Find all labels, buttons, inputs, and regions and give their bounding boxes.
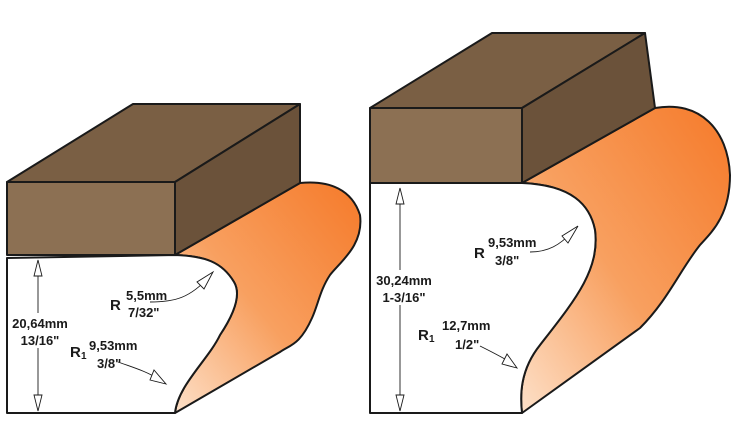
right-height-arrow-bottom — [395, 394, 405, 412]
right-r1-arrow — [501, 353, 519, 369]
left-height-arrow-top — [33, 259, 43, 277]
right-r1-mm: 12,7mm — [442, 318, 490, 333]
left-r1-letter: R — [70, 344, 81, 361]
right-r-mm: 9,53mm — [488, 235, 536, 250]
left-r-inch: 7/32" — [128, 305, 159, 320]
right-height-mm: 30,24mm — [376, 273, 432, 288]
left-r-letter: R — [110, 297, 121, 314]
left-height-inch: 13/16" — [21, 333, 60, 348]
left-r-arrow — [196, 270, 215, 290]
left-profile: 20,64mm 13/16" R 5,5mm 7/32" R 1 9,53mm … — [6, 103, 362, 414]
right-height-arrow-top — [395, 187, 405, 205]
right-height-inch: 1-3/16" — [382, 290, 425, 305]
left-front-face — [6, 254, 238, 414]
right-r1-inch: 1/2" — [455, 337, 479, 352]
left-r1-subscript: 1 — [81, 351, 87, 362]
left-r1-arrow — [149, 369, 168, 385]
left-r-mm: 5,5mm — [126, 288, 167, 303]
right-r-arrow — [561, 225, 579, 244]
left-height-arrow-bottom — [33, 394, 43, 412]
left-wood-front — [6, 181, 176, 256]
left-height-label-bg — [8, 313, 74, 348]
left-r1-mm: 9,53mm — [89, 338, 137, 353]
right-r1-letter: R — [418, 327, 429, 344]
right-r-letter: R — [474, 245, 485, 262]
right-height-label-bg — [371, 270, 437, 305]
left-height-mm: 20,64mm — [12, 316, 68, 331]
left-r1-inch: 3/8" — [97, 356, 121, 371]
right-r-inch: 3/8" — [495, 253, 519, 268]
right-wood-front — [369, 107, 523, 184]
right-profile: 30,24mm 1-3/16" R 9,53mm 3/8" R 1 12,7mm… — [369, 32, 731, 414]
right-front-face — [369, 182, 597, 414]
right-r1-subscript: 1 — [429, 334, 435, 345]
